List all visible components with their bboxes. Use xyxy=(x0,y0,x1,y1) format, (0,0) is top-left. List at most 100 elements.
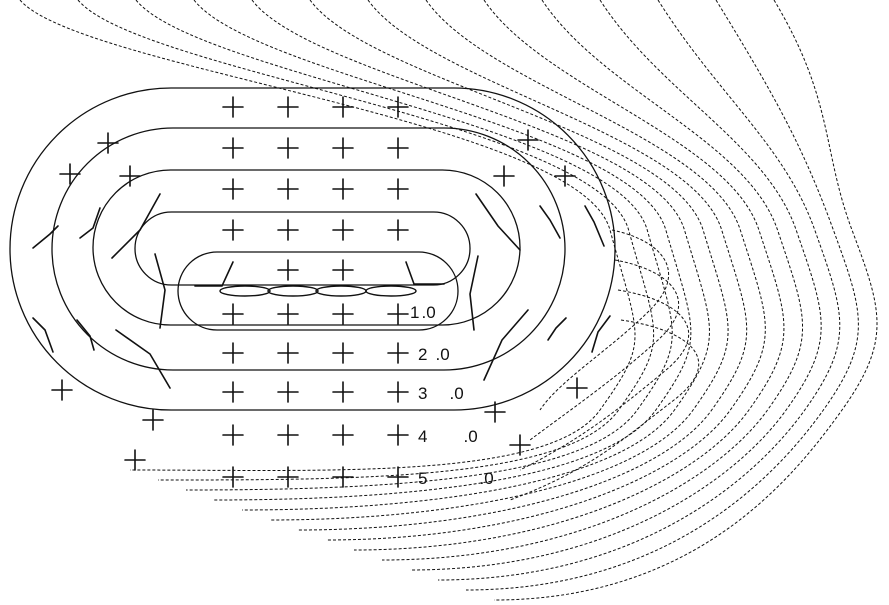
plus-marker xyxy=(387,466,409,488)
vortex-ellipse xyxy=(219,285,271,297)
plus-marker xyxy=(222,303,244,325)
plus-marker xyxy=(387,424,409,446)
plus-marker xyxy=(277,303,299,325)
vortex-ellipse xyxy=(365,285,417,297)
plus-marker xyxy=(51,379,73,401)
dashed-field-line xyxy=(241,0,710,511)
plus-marker xyxy=(484,401,506,423)
plus-marker xyxy=(277,96,299,118)
plus-marker xyxy=(554,165,576,187)
plus-marker xyxy=(277,424,299,446)
contour-ring-5 xyxy=(177,251,459,331)
dashed-field-line xyxy=(437,0,841,581)
dashed-field-line xyxy=(409,0,822,571)
plus-marker xyxy=(277,342,299,364)
tilted-dash-marker xyxy=(469,255,479,331)
plus-marker xyxy=(332,466,354,488)
plus-marker xyxy=(142,409,164,431)
plus-marker xyxy=(332,424,354,446)
plus-marker xyxy=(566,377,588,399)
plus-marker xyxy=(277,466,299,488)
contour-ring-2 xyxy=(51,127,566,371)
plus-marker xyxy=(332,342,354,364)
contour-labels: 1.0 2.0 3.0 4.0 5.0 xyxy=(410,303,494,488)
dashed-field-line xyxy=(539,229,670,411)
plus-marker xyxy=(97,132,119,154)
dashed-field-line xyxy=(19,0,636,471)
plus-marker xyxy=(277,178,299,200)
contour-ring-1 xyxy=(9,87,616,411)
plus-marker xyxy=(332,96,354,118)
dashed-field-line xyxy=(529,259,680,441)
contour-rings xyxy=(9,87,616,411)
tilted-dash-marker xyxy=(32,225,59,249)
plus-marker xyxy=(222,219,244,241)
dashed-field-line xyxy=(353,0,785,551)
tilted-dash-markers xyxy=(32,193,611,389)
plus-marker xyxy=(332,137,354,159)
tilted-dash-marker xyxy=(483,309,529,381)
plus-marker xyxy=(332,178,354,200)
plus-marker xyxy=(222,342,244,364)
tilted-dash-marker xyxy=(111,193,161,259)
label-3: 3.0 xyxy=(418,384,464,403)
plus-markers xyxy=(51,96,588,488)
tilted-dash-marker xyxy=(475,193,521,251)
plus-marker xyxy=(517,129,539,151)
dashed-field-line xyxy=(135,0,673,491)
plus-marker xyxy=(509,434,531,456)
dashed-field-line xyxy=(381,0,803,561)
vortex-ellipse xyxy=(315,285,367,297)
dashed-field-line xyxy=(77,0,654,481)
tilted-dash-marker xyxy=(584,205,605,247)
tilted-dash-marker xyxy=(76,319,95,351)
tilted-dash-marker xyxy=(32,317,54,353)
plus-marker xyxy=(332,381,354,403)
plus-marker xyxy=(332,303,354,325)
dashed-field-line xyxy=(269,0,729,521)
tilted-dash-marker xyxy=(79,207,101,239)
plus-marker xyxy=(277,259,299,281)
plus-marker xyxy=(493,165,515,187)
dashed-field-line xyxy=(297,0,748,531)
plus-marker xyxy=(222,424,244,446)
plus-marker xyxy=(387,342,409,364)
plus-marker xyxy=(387,178,409,200)
dashed-field-line xyxy=(493,0,878,601)
dashed-field-line xyxy=(193,0,692,501)
plus-marker xyxy=(222,178,244,200)
tilted-dash-marker xyxy=(539,205,561,239)
plus-marker xyxy=(277,219,299,241)
dashed-field-line xyxy=(325,0,766,541)
plus-marker xyxy=(332,219,354,241)
label-1: 1.0 xyxy=(410,303,436,322)
tilted-dash-marker xyxy=(154,253,166,329)
plus-marker xyxy=(124,449,146,471)
tilted-dash-marker xyxy=(115,329,171,389)
plus-marker xyxy=(277,381,299,403)
contour-ring-4 xyxy=(134,211,471,286)
plus-marker xyxy=(387,137,409,159)
label-4: 4.0 xyxy=(418,427,478,446)
tilted-dash-marker xyxy=(194,261,234,287)
plus-marker xyxy=(222,381,244,403)
plus-marker xyxy=(222,137,244,159)
label-5: 5.0 xyxy=(418,469,494,488)
plus-marker xyxy=(59,163,81,185)
plus-marker xyxy=(332,259,354,281)
plus-marker xyxy=(277,137,299,159)
dashed-field-line xyxy=(519,289,690,471)
tilted-dash-marker xyxy=(547,317,567,341)
plus-marker xyxy=(387,303,409,325)
plus-marker xyxy=(387,219,409,241)
contour-ring-3 xyxy=(92,169,521,326)
plus-marker xyxy=(387,96,409,118)
plus-marker xyxy=(222,466,244,488)
plus-marker xyxy=(387,381,409,403)
central-vortex-row xyxy=(219,285,417,297)
vortex-ellipse xyxy=(267,285,319,297)
dashed-field-line xyxy=(509,319,700,501)
plus-marker xyxy=(222,96,244,118)
